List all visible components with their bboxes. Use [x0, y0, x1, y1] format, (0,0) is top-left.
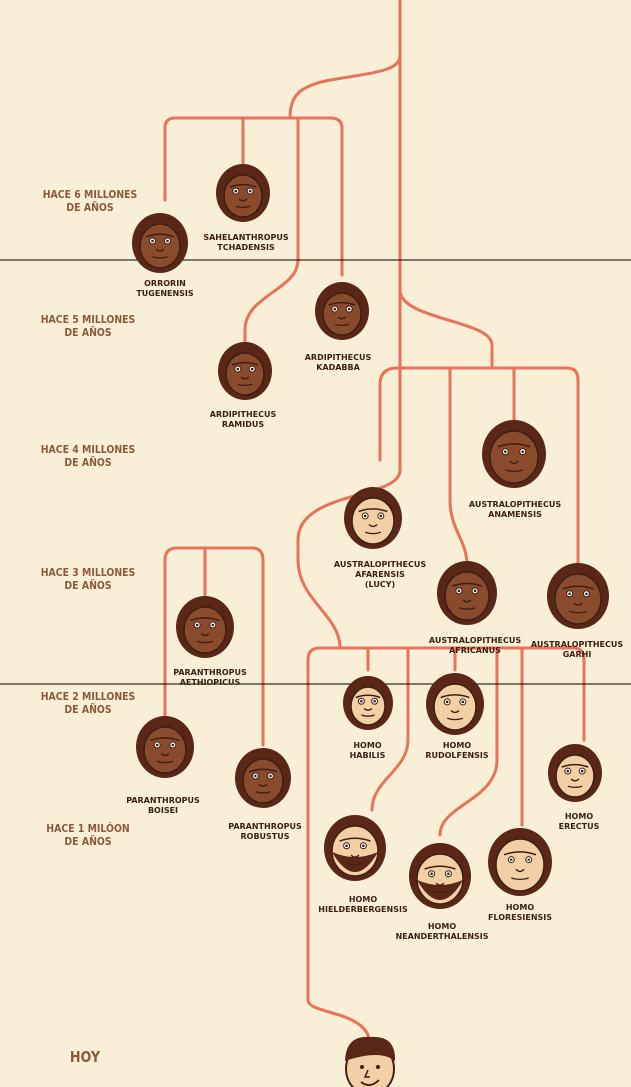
branch-to-today: [306, 998, 372, 1047]
branch-to-homo: [296, 558, 342, 650]
face-australopithecus-afarensis-icon: [344, 487, 402, 549]
branch-africanus: [448, 366, 469, 567]
human-face-icon: [345, 1036, 396, 1087]
branch-to-ramidus: [243, 116, 300, 347]
branch-neanderthalensis: [438, 646, 499, 837]
branch-middle-trunk: [296, 288, 402, 562]
face-paranthropus-boisei-icon: [136, 716, 194, 778]
face-homo-rudolfensis-icon: [426, 673, 484, 735]
branch-paranthropus-bar: [163, 546, 265, 747]
face-homo-floresiensis-icon: [488, 828, 552, 896]
face-sahelanthropus-tchadensis-icon: [216, 164, 270, 222]
face-australopithecus-garhi-icon: [547, 563, 609, 629]
branch-right-trunk: [398, 53, 494, 367]
branch-early-bar: [163, 116, 344, 277]
branch-heidelbergensis: [370, 646, 410, 812]
face-homo-erectus-icon: [548, 744, 602, 802]
face-australopithecus-africanus-icon: [437, 561, 497, 625]
branch-homo-bar: [306, 646, 586, 1002]
face-homo-heidelbergensis-icon: [324, 815, 386, 881]
face-ardipithecus-ramidus-icon: [218, 342, 272, 400]
face-orrorin-tugenensis-icon: [132, 213, 188, 273]
branch-australopith-bar: [378, 366, 580, 567]
tree-branches: [163, 0, 586, 1047]
era-label-today: HOY: [69, 1048, 101, 1066]
face-homo-habilis-icon: [343, 676, 393, 730]
face-ardipithecus-kadabba-icon: [315, 282, 369, 340]
face-paranthropus-aethiopicus-icon: [176, 596, 234, 658]
face-paranthropus-robustus-icon: [235, 748, 291, 808]
branch-trunk-top: [288, 0, 402, 120]
face-homo-neanderthalensis-icon: [409, 843, 471, 909]
face-australopithecus-anamensis-icon: [482, 420, 546, 488]
